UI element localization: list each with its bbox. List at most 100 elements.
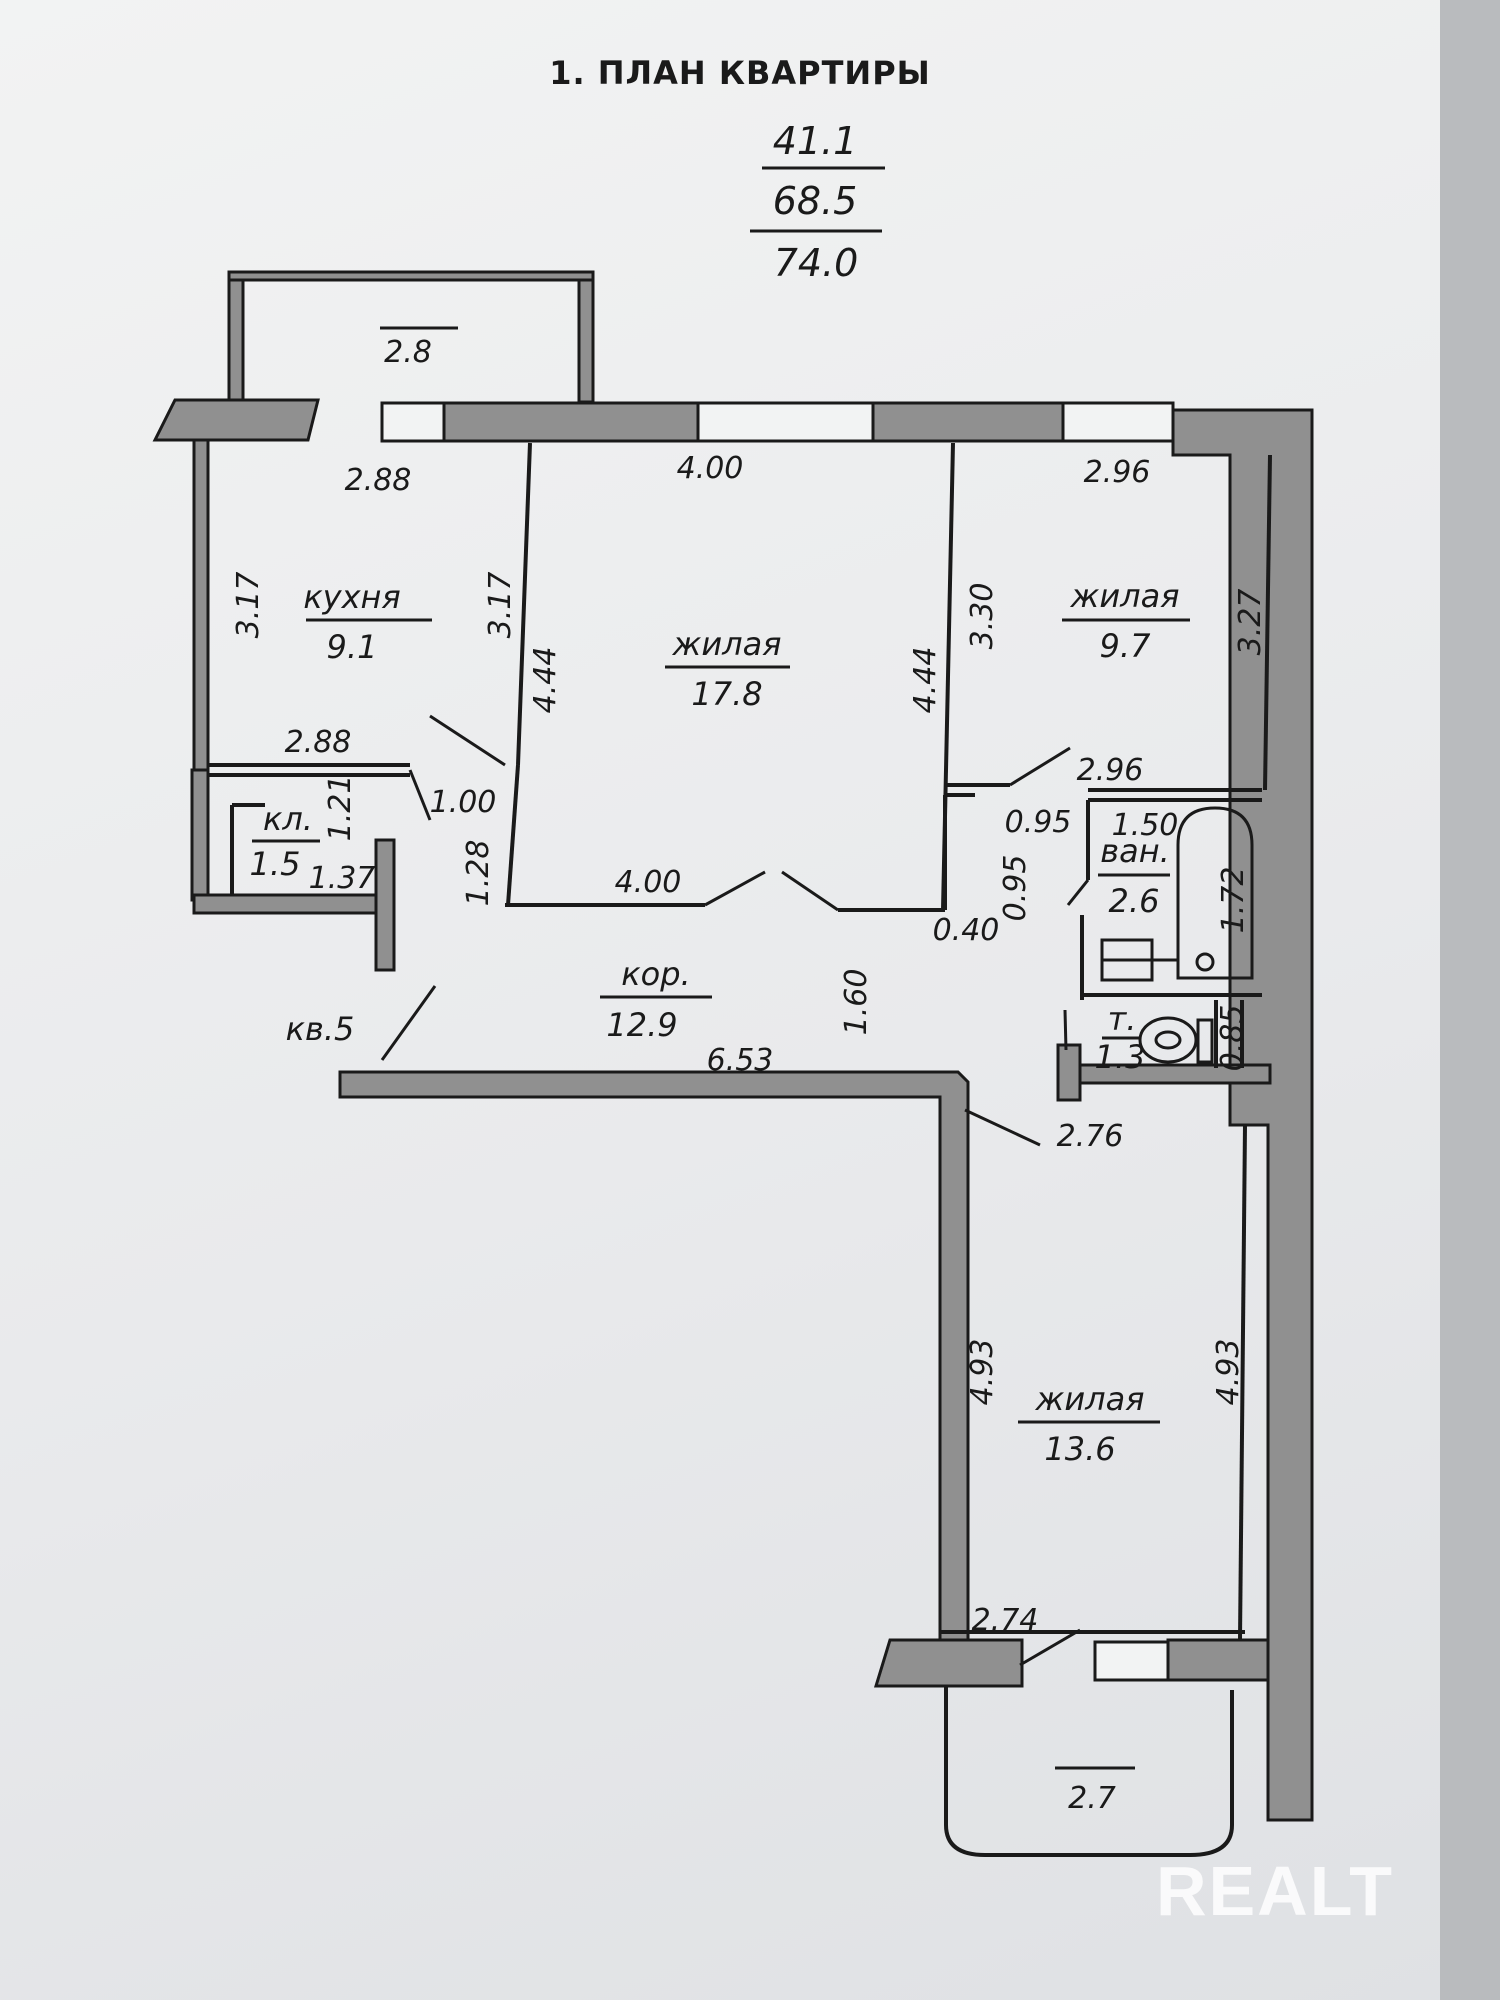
partitions bbox=[208, 442, 1272, 1641]
window-bottom-room bbox=[1093, 1640, 1170, 1682]
balcony-wall-top bbox=[227, 270, 595, 282]
dim-storage-height: 1.21 bbox=[323, 775, 358, 842]
dim-storage-width: 1.37 bbox=[309, 861, 376, 896]
dim-toilet-width: 0.85 bbox=[1215, 1005, 1250, 1072]
storage-name: кл. bbox=[263, 800, 313, 838]
bottom-balcony-outline bbox=[944, 1686, 1234, 1857]
plan-title: 1. ПЛАН КВАРТИРЫ bbox=[549, 54, 931, 92]
bottom-balcony bbox=[944, 1686, 1234, 1857]
corridor-area: 12.9 bbox=[606, 1006, 677, 1044]
dim-door-1: 1.00 bbox=[430, 785, 497, 820]
balcony-wall-left bbox=[227, 270, 245, 404]
wall-stub-left bbox=[152, 398, 320, 442]
living-area-value: 41.1 bbox=[773, 119, 858, 163]
wall-top-a bbox=[441, 401, 700, 443]
window-small-room bbox=[1061, 401, 1175, 443]
dim-large-bottom: 4.00 bbox=[615, 865, 682, 900]
dim-corridor-height: 1.60 bbox=[839, 969, 874, 1036]
wall-top-b bbox=[871, 401, 1065, 443]
living-bottom-name: жилая bbox=[1035, 1380, 1145, 1418]
entrance-label: кв.5 bbox=[286, 1010, 355, 1048]
partition-kitchen-large bbox=[516, 442, 532, 766]
door-large-right bbox=[781, 870, 839, 912]
drain bbox=[1195, 952, 1215, 972]
dim-small-bottom: 2.96 bbox=[1077, 753, 1144, 788]
dim-small-right: 3.27 bbox=[1233, 589, 1268, 656]
total-with-balcony-value: 74.0 bbox=[774, 241, 859, 285]
wall-toilet-door-post bbox=[1056, 1043, 1082, 1102]
dim-kitchen-left: 3.17 bbox=[231, 572, 266, 639]
door-bottom-room bbox=[964, 1108, 1041, 1147]
corridor-name: кор. bbox=[621, 955, 690, 993]
wall-corridor-south bbox=[338, 1070, 970, 1642]
toilet-bowl bbox=[1138, 1016, 1198, 1064]
partition-small-right bbox=[1263, 454, 1272, 791]
door-bottom-balcony bbox=[1019, 1628, 1081, 1667]
bathtub bbox=[1176, 806, 1254, 980]
dim-large-top: 4.00 bbox=[677, 451, 744, 486]
toilet-name: т. bbox=[1108, 1000, 1137, 1038]
dim-kitchen-right: 3.17 bbox=[483, 572, 518, 639]
living-small-name: жилая bbox=[1070, 577, 1180, 615]
walls bbox=[152, 398, 1314, 1822]
dim-bottom-top: 2.76 bbox=[1057, 1119, 1124, 1154]
dim-large-left: 4.44 bbox=[528, 647, 563, 714]
door-small bbox=[1009, 746, 1071, 787]
kitchen-area: 9.1 bbox=[327, 628, 378, 666]
balcony-top-area: 2.8 bbox=[384, 335, 432, 370]
partition-bottom-room-east bbox=[1238, 1124, 1247, 1641]
dim-hall-width: 0.95 bbox=[1005, 805, 1072, 840]
vertical-dimension-labels: 3.17 3.17 4.44 4.44 3.30 3.27 1.21 1.28 … bbox=[231, 572, 1268, 1406]
wall-bottom-left-stub bbox=[873, 1638, 1024, 1688]
living-large-name: жилая bbox=[672, 625, 782, 663]
dim-bath-width: 1.50 bbox=[1112, 808, 1179, 843]
door-toilet bbox=[1063, 1009, 1068, 1051]
area-summary: 41.1 68.5 74.0 bbox=[750, 119, 885, 285]
dimension-labels: 2.88 4.00 2.96 2.88 1.00 1.37 4.00 2.96 … bbox=[285, 451, 1179, 1638]
door-bath bbox=[1066, 879, 1090, 906]
dim-bottom-right: 4.93 bbox=[1211, 1339, 1246, 1406]
bathroom-name: ван. bbox=[1100, 832, 1170, 870]
partition-corridor-left bbox=[506, 764, 520, 906]
dim-kitchen-top: 2.88 bbox=[345, 463, 412, 498]
wall-storage-bottom bbox=[192, 893, 396, 915]
window-kitchen bbox=[380, 401, 446, 443]
room-labels: кухня 9.1 жилая 17.8 жилая 9.7 кл. 1.5 в… bbox=[250, 577, 1190, 1468]
bathroom-area: 2.6 bbox=[1109, 882, 1160, 920]
wall-storage-post bbox=[374, 838, 396, 972]
door-storage bbox=[408, 769, 432, 821]
dim-corridor-length: 6.53 bbox=[707, 1043, 774, 1078]
dim-large-right: 4.44 bbox=[908, 647, 943, 714]
dim-hall-gap: 0.40 bbox=[933, 913, 1000, 948]
wall-bottom-right-stub bbox=[1166, 1638, 1270, 1682]
watermark-logo: REALT bbox=[1156, 1852, 1394, 1930]
dim-bath-height: 1.72 bbox=[1216, 867, 1251, 934]
wall-right-exterior bbox=[1171, 408, 1314, 1822]
total-area-value: 68.5 bbox=[773, 179, 858, 223]
doors bbox=[380, 714, 1090, 1667]
balcony-bottom-area: 2.7 bbox=[1068, 1781, 1116, 1816]
dim-hall-height: 0.95 bbox=[998, 855, 1033, 922]
toilet-tank bbox=[1196, 1018, 1214, 1064]
door-kitchen bbox=[429, 714, 506, 767]
toilet-seat bbox=[1154, 1030, 1182, 1050]
living-bottom-area: 13.6 bbox=[1044, 1430, 1115, 1468]
balcony-wall-right bbox=[577, 270, 595, 404]
kitchen-name: кухня bbox=[303, 578, 400, 616]
dim-bottom-bottom: 2.74 bbox=[972, 1603, 1039, 1638]
top-balcony bbox=[227, 270, 595, 404]
dim-small-left: 3.30 bbox=[965, 583, 1000, 650]
door-large-left bbox=[704, 870, 766, 907]
dim-bottom-left: 4.93 bbox=[965, 1339, 1000, 1406]
door-entrance bbox=[380, 985, 437, 1061]
wall-left-kitchen bbox=[192, 438, 210, 772]
bath-fixtures bbox=[1100, 806, 1254, 1064]
dim-kitchen-bottom: 2.88 bbox=[285, 725, 352, 760]
dim-corridor-left: 1.28 bbox=[461, 840, 496, 907]
dim-small-top: 2.96 bbox=[1084, 455, 1151, 490]
living-small-area: 9.7 bbox=[1100, 627, 1152, 665]
living-large-area: 17.8 bbox=[691, 675, 762, 713]
window-large-room bbox=[696, 401, 875, 443]
toilet-area: 1.3 bbox=[1095, 1038, 1146, 1076]
